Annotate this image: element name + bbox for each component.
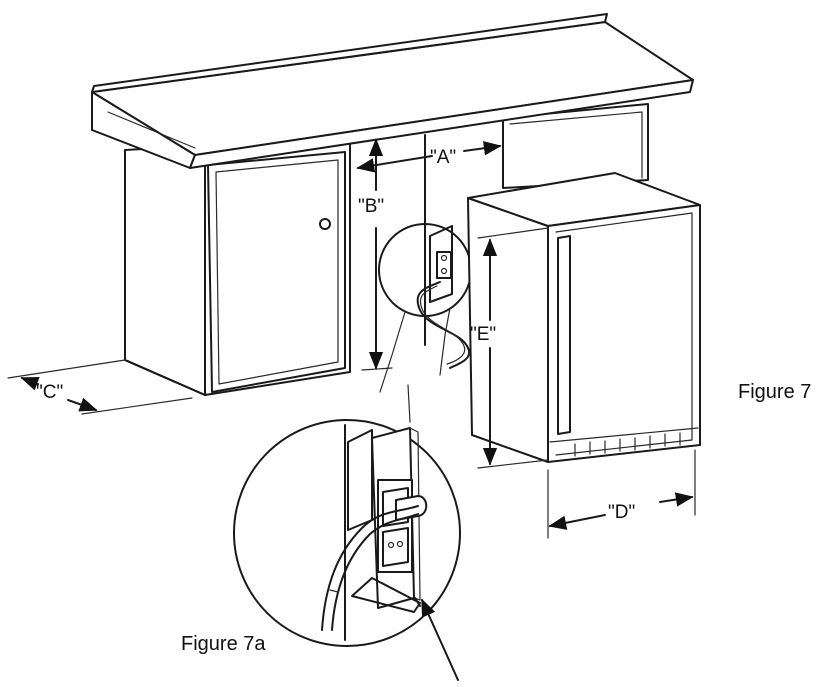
door-knob-icon <box>319 218 331 230</box>
detail-floor-edge <box>351 577 421 613</box>
refrigerator-icon <box>467 172 701 463</box>
detail-cord-inner <box>331 513 419 631</box>
detail-cord-outer <box>321 505 419 631</box>
dimension-c: "C" <box>7 359 193 415</box>
label-d: "D" <box>608 502 635 523</box>
connector-line-left <box>379 311 406 393</box>
caption-figure-7a: Figure 7a <box>181 633 266 655</box>
floor-pointer-arrow <box>421 598 459 681</box>
label-c: "C" <box>36 382 63 403</box>
dimension-b: "B" <box>358 138 393 371</box>
refrigerator-grille <box>574 432 681 457</box>
cabinet-door <box>207 151 346 393</box>
label-b: "B" <box>358 196 384 217</box>
caption-figure-7: Figure 7 <box>738 381 811 403</box>
countertop <box>91 13 694 169</box>
detail-magnifier <box>233 419 461 647</box>
power-cord-icon <box>416 281 471 369</box>
electrical-outlet-icon <box>429 225 453 303</box>
refrigerator-handle <box>557 235 571 435</box>
connector-line-right <box>439 307 451 376</box>
connector-line-lower <box>407 384 411 423</box>
base-cabinet <box>124 137 351 396</box>
dimension-e: "E" <box>470 227 549 469</box>
dimension-d: "D" <box>547 449 696 539</box>
label-e: "E" <box>470 324 496 345</box>
label-a: "A" <box>430 147 456 168</box>
dimension-a: "A" <box>356 141 502 173</box>
right-cabinet <box>502 103 649 189</box>
